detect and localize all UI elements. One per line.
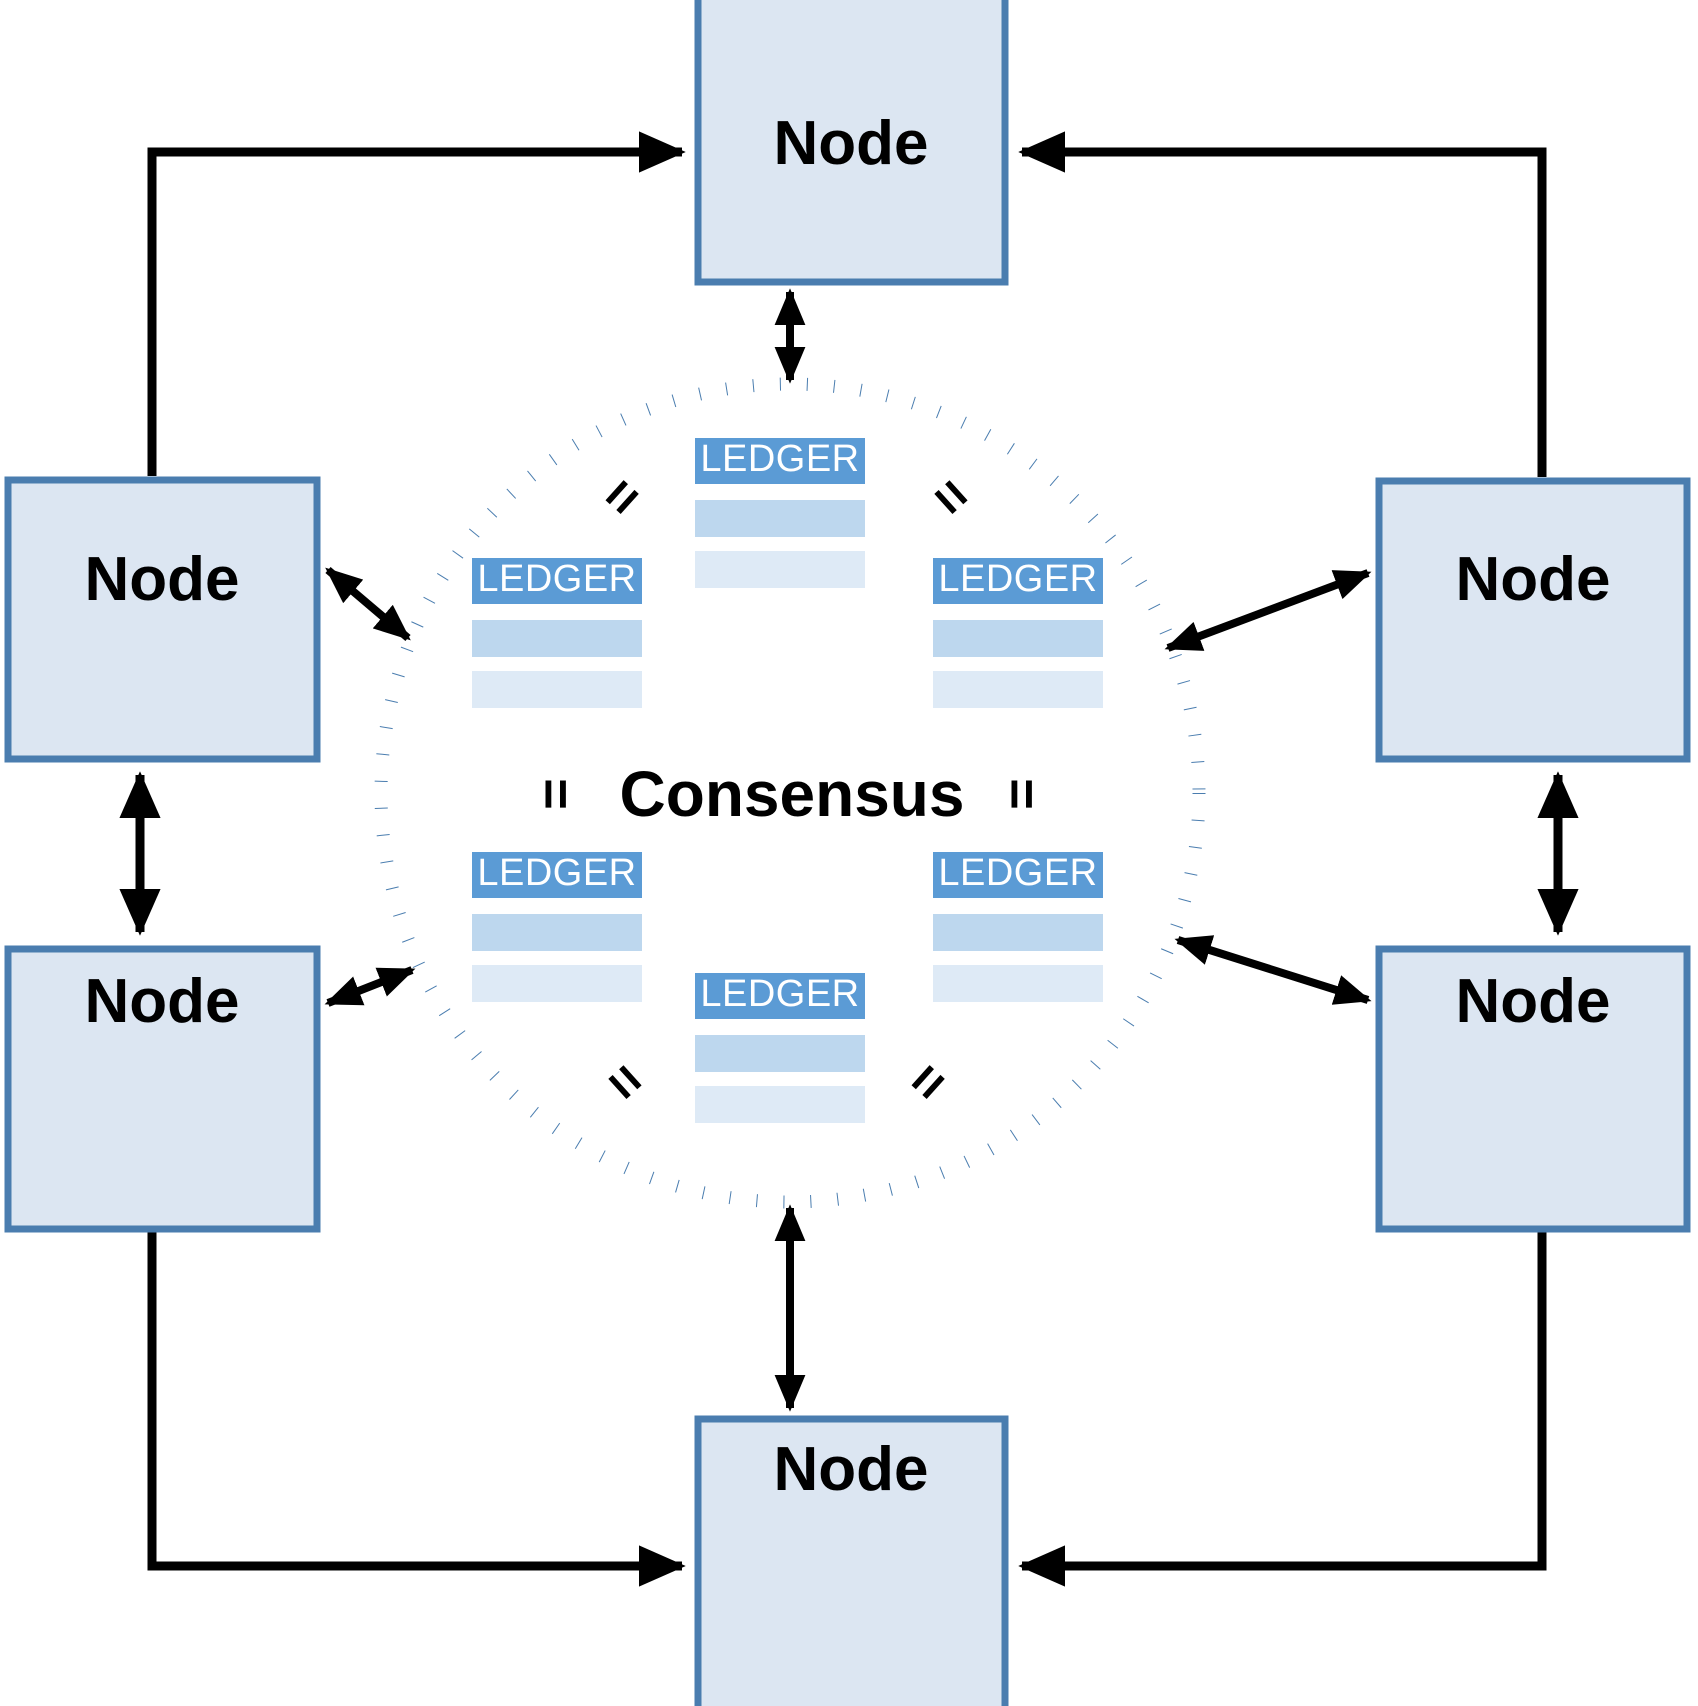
ledger-left-lower[interactable]: LEDGER (472, 852, 642, 1002)
node-top[interactable]: Node (694, 0, 1009, 286)
ledger-left-lower-row-1 (472, 914, 642, 951)
node-right-lower-label: Node (1456, 967, 1611, 1036)
ledger-top-label: LEDGER (700, 438, 859, 480)
ledger-right-lower[interactable]: LEDGER (933, 852, 1103, 1002)
node-right-upper-label: Node (1456, 545, 1611, 614)
ledger-bottom-label: LEDGER (700, 973, 859, 1015)
ledger-top-header (695, 438, 865, 484)
equals-bottom-left-icon: = (592, 1050, 658, 1114)
ledger-right-lower-row-2 (933, 965, 1103, 1002)
node-right-lower[interactable]: Node (1375, 945, 1691, 1233)
node-bottom-box[interactable] (694, 1415, 1009, 1706)
ledger-left-lower-row-2 (472, 965, 642, 1002)
node-left-upper-label: Node (85, 545, 240, 614)
node-bottom[interactable]: Node (694, 1415, 1009, 1706)
link-left-lower-to-bottom (147, 1232, 686, 1587)
node-right-lower-box[interactable] (1375, 945, 1691, 1233)
ledger-right-lower-row-1 (933, 914, 1103, 951)
outer-routed-connections (147, 131, 1547, 1587)
ledger-bottom-header (695, 973, 865, 1019)
ledger-bottom-row-2 (695, 1086, 865, 1123)
node-left-upper-box[interactable] (4, 476, 321, 763)
node-top-label: Node (774, 109, 929, 178)
node-left-upper[interactable]: Node (4, 476, 321, 763)
link-right-upper-to-top (1018, 131, 1547, 477)
node-to-center-connections (324, 288, 1372, 1412)
link-left-lower-to-center (324, 966, 416, 1007)
equals-top-left-icon: = (589, 465, 655, 529)
ledger-right-upper-label: LEDGER (938, 558, 1097, 600)
ledger-top[interactable]: LEDGER (695, 438, 865, 588)
ledger-left-upper[interactable]: LEDGER (472, 558, 642, 708)
link-right-upper-to-center (1164, 569, 1372, 652)
ledger-right-lower-label: LEDGER (938, 852, 1097, 894)
equals-top-right-icon: = (918, 465, 984, 529)
node-left-lower[interactable]: Node (4, 945, 321, 1233)
ledger-right-upper[interactable]: LEDGER (933, 558, 1103, 708)
equals-middle-right-icon: = (992, 778, 1052, 810)
node-bottom-label: Node (774, 1435, 929, 1504)
ledger-bottom-row-1 (695, 1035, 865, 1072)
ledger-right-upper-header (933, 558, 1103, 604)
ledger-top-row-2 (695, 551, 865, 588)
link-left-upper-to-top (147, 131, 686, 476)
equals-bottom-right-icon: = (895, 1050, 961, 1114)
link-right-lower-to-center (1174, 935, 1372, 1005)
ledger-top-row-1 (695, 500, 865, 537)
ledger-left-lower-label: LEDGER (477, 852, 636, 894)
ledger-right-upper-row-2 (933, 671, 1103, 708)
node-left-lower-box[interactable] (4, 945, 321, 1233)
ledger-left-upper-label: LEDGER (477, 558, 636, 600)
node-top-box[interactable] (694, 0, 1009, 286)
ledger-left-upper-row-1 (472, 620, 642, 657)
ledger-left-upper-row-2 (472, 671, 642, 708)
consensus-label: Consensus (620, 758, 965, 830)
node-left-lower-label: Node (85, 967, 240, 1036)
equals-middle-left-icon: = (526, 778, 586, 810)
ledger-left-lower-header (472, 852, 642, 898)
ledger-right-lower-header (933, 852, 1103, 898)
node-boxes: Node Node Node Node Node Node (4, 0, 1691, 1706)
node-right-upper[interactable]: Node (1375, 477, 1691, 763)
ledger-left-upper-header (472, 558, 642, 604)
side-node-double-arrows (119, 771, 1579, 936)
ledger-stacks: LEDGER LEDGER LEDGER LEDGER (472, 438, 1103, 1123)
link-left-upper-to-center (325, 566, 411, 642)
node-right-upper-box[interactable] (1375, 477, 1691, 763)
link-right-lower-to-bottom (1018, 1232, 1547, 1587)
consensus-boundary-circle (374, 377, 1206, 1209)
ledger-bottom[interactable]: LEDGER (695, 973, 865, 1123)
ledger-right-upper-row-1 (933, 620, 1103, 657)
